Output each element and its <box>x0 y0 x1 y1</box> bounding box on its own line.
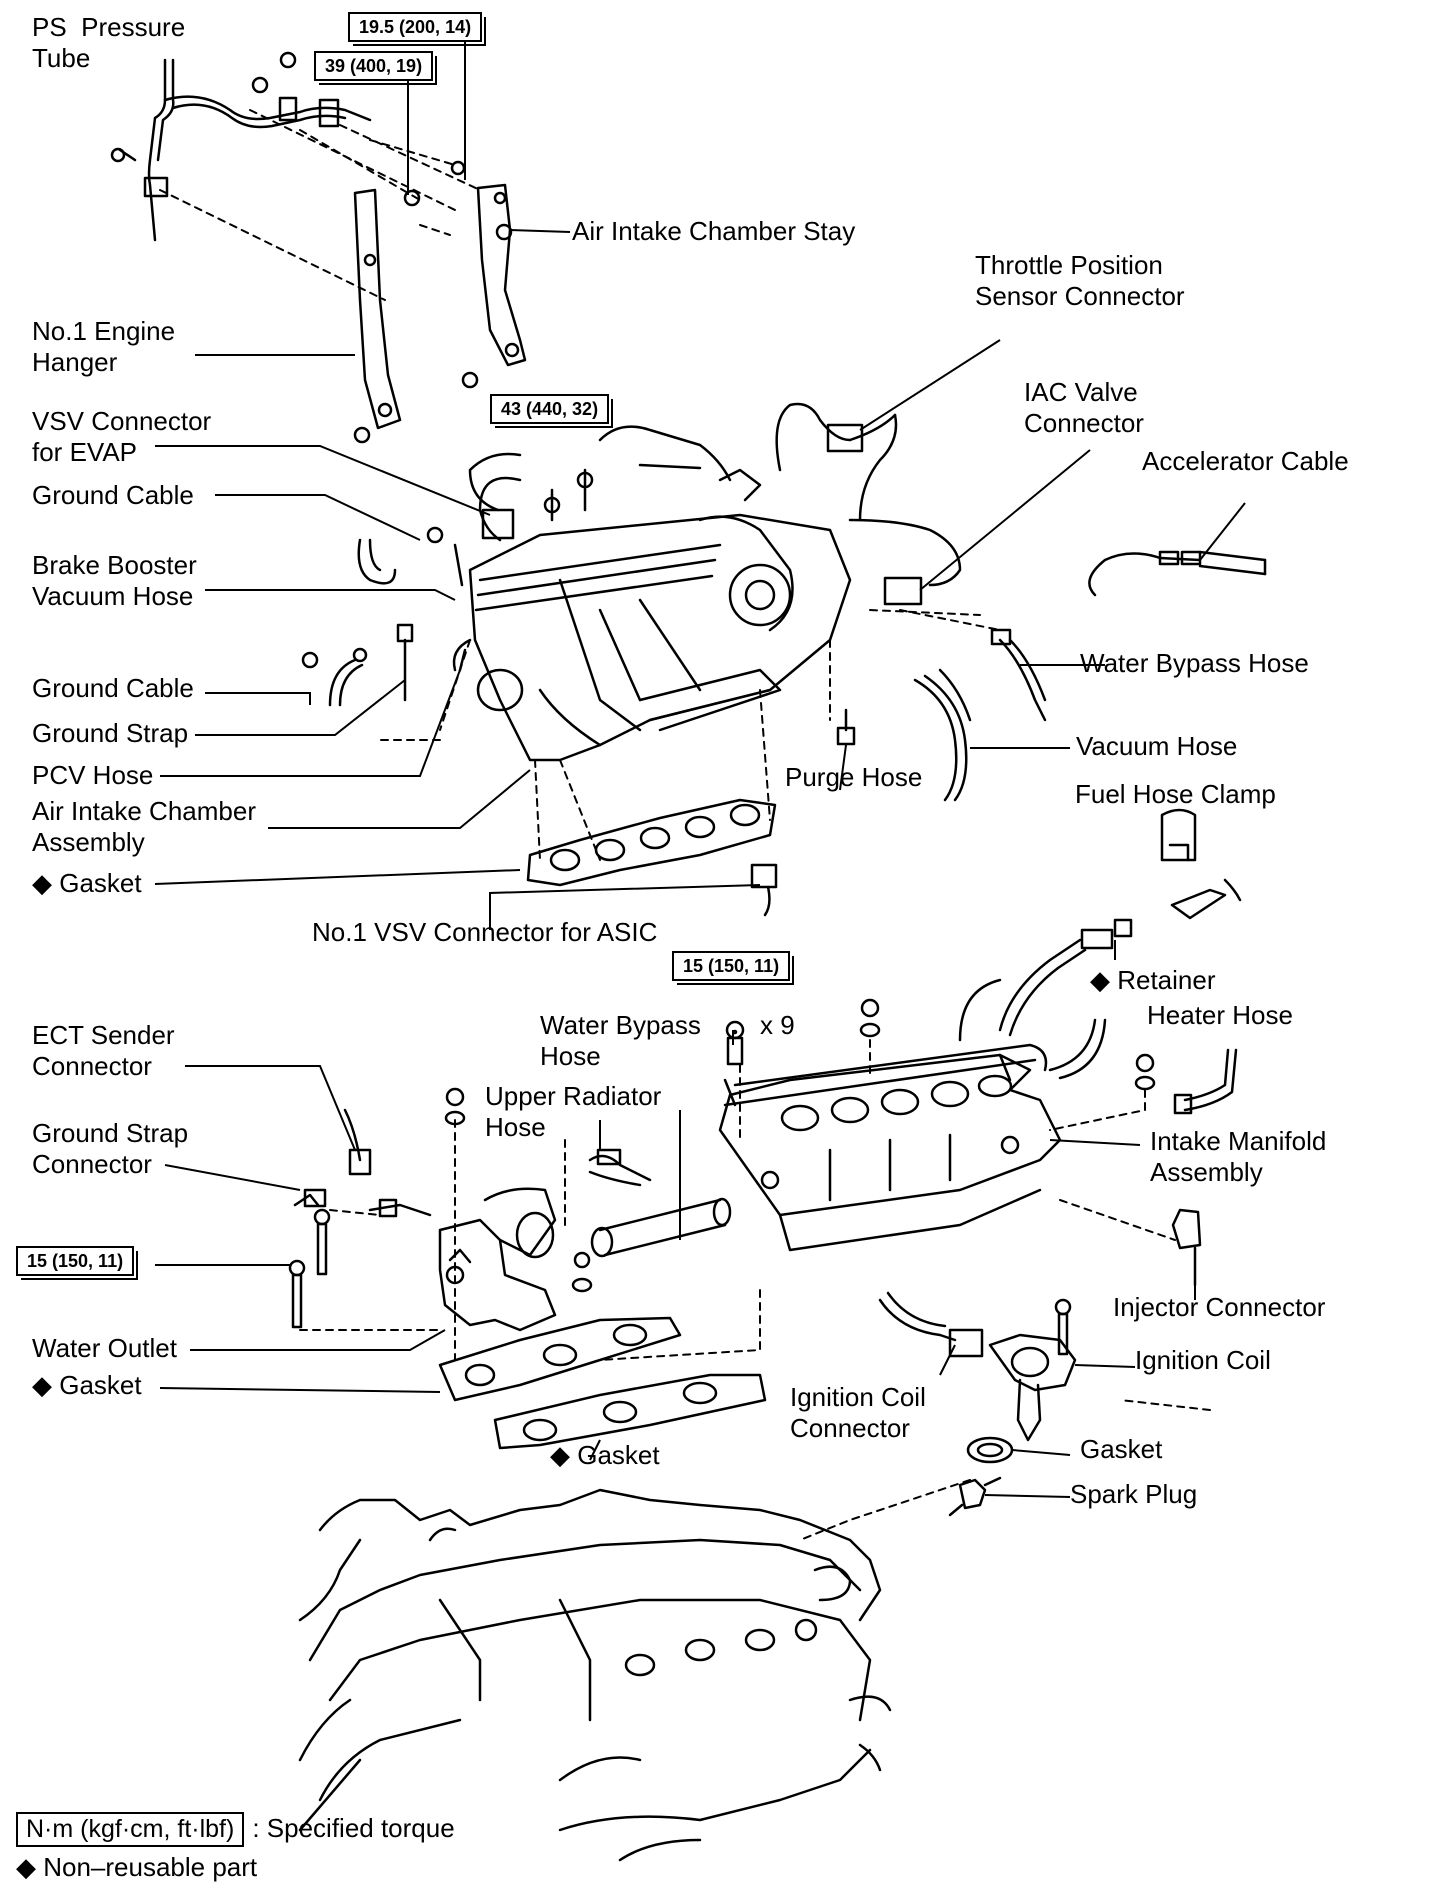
ect-sender-drawing <box>293 1108 372 1208</box>
ground-cable-drawing <box>301 623 467 707</box>
water-bypass-hose-top-drawing <box>990 628 1047 722</box>
alignment-lines-middle <box>379 609 1001 861</box>
label-throttle-position-sensor-connector: Throttle Position Sensor Connector <box>975 250 1185 311</box>
spark-plug-drawing <box>948 1476 1002 1517</box>
purge-hose-drawing <box>836 708 856 746</box>
label-ignition-coil: Ignition Coil <box>1135 1345 1271 1375</box>
upper-radiator-hose-drawing <box>588 1148 732 1258</box>
upper-gasket-drawing <box>526 798 777 887</box>
torque-box-4: 15 (150, 11) <box>672 951 795 985</box>
water-outlet-drawing <box>368 1187 557 1332</box>
legend-torque-box: N·m (kgf·cm, ft·lbf) <box>16 1812 245 1847</box>
alignment-lines-lower <box>299 1039 1211 1541</box>
torque-box-2: 39 (400, 19) <box>314 51 438 85</box>
label-ground-cable-2: Ground Cable <box>32 673 194 703</box>
label-retainer: ◆ Retainer <box>1090 965 1216 995</box>
brake-booster-hose-drawing <box>357 526 464 587</box>
label-gasket-4: Gasket <box>1080 1434 1163 1464</box>
label-upper-radiator-hose: Upper Radiator Hose <box>485 1081 662 1142</box>
fuel-hose-clamp-drawing <box>1160 808 1242 920</box>
label-iac-valve-connector: IAC Valve Connector <box>1024 377 1144 438</box>
legend-torque-text: : Specified torque <box>252 1813 455 1843</box>
label-injector-connector: Injector Connector <box>1113 1292 1326 1322</box>
label-air-intake-chamber-stay: Air Intake Chamber Stay <box>572 216 856 246</box>
label-gasket-2: ◆ Gasket <box>32 1370 142 1400</box>
vsv-evap-drawing <box>468 452 594 540</box>
leader-lines <box>154 31 1246 1498</box>
lower-gaskets-drawing <box>438 1316 767 1450</box>
label-air-intake-chamber-assembly: Air Intake Chamber Assembly <box>32 796 256 857</box>
label-gasket-1: ◆ Gasket <box>32 868 142 898</box>
ignition-coil-drawing <box>878 1291 1077 1442</box>
alignment-lines-top <box>159 109 481 301</box>
label-times-nine: x 9 <box>760 1010 795 1040</box>
injector-connector-drawing <box>1171 1208 1202 1287</box>
label-ground-cable-1: Ground Cable <box>32 480 194 510</box>
label-water-bypass-hose-2: Water Bypass Hose <box>540 1010 701 1071</box>
air-intake-chamber-drawing <box>452 468 852 762</box>
label-no1-engine-hanger: No.1 Engine Hanger <box>32 316 176 377</box>
plug-gasket-drawing <box>966 1436 1014 1464</box>
asic-connector-drawing <box>750 863 778 917</box>
label-fuel-hose-clamp: Fuel Hose Clamp <box>1075 779 1276 809</box>
legend-torque: N·m (kgf·cm, ft·lbf): Specified torque <box>16 1812 455 1847</box>
heater-hose-drawing <box>1173 1048 1238 1115</box>
engine-hanger-drawing <box>251 51 402 444</box>
label-water-bypass-hose-1: Water Bypass Hose <box>1080 648 1309 678</box>
label-brake-booster-vacuum-hose: Brake Booster Vacuum Hose <box>32 550 197 611</box>
ps-pressure-tube-drawing <box>110 58 372 242</box>
label-gasket-3: ◆ Gasket <box>550 1440 660 1470</box>
label-purge-hose: Purge Hose <box>785 762 923 792</box>
label-ground-strap: Ground Strap <box>32 718 189 748</box>
bolts-left <box>288 1029 738 1329</box>
intake-manifold-drawing <box>718 1043 1062 1252</box>
label-ps-pressure-tube: PS Pressure Tube <box>32 12 186 73</box>
torque-box-5: 15 (150, 11) <box>16 1246 139 1280</box>
vacuum-hose-drawing <box>913 668 972 802</box>
label-intake-manifold-assembly: Intake Manifold Assembly <box>1150 1126 1327 1187</box>
air-intake-chamber-stay-drawing <box>403 160 527 389</box>
accelerator-cable-drawing <box>1088 550 1267 597</box>
label-ground-strap-connector: Ground Strap Connector <box>32 1118 189 1179</box>
label-accelerator-cable: Accelerator Cable <box>1142 446 1349 476</box>
label-heater-hose: Heater Hose <box>1147 1000 1293 1030</box>
manifold-nuts <box>444 998 1156 1126</box>
label-water-outlet: Water Outlet <box>32 1333 177 1363</box>
torque-box-1: 19.5 (200, 14) <box>348 12 487 46</box>
engine-block-drawing <box>298 1488 892 1862</box>
label-vsv-connector-evap: VSV Connector for EVAP <box>32 406 212 467</box>
label-no1-vsv-connector-asic: No.1 VSV Connector for ASIC <box>312 917 658 947</box>
fuel-delivery-pipe-drawing <box>958 918 1133 1080</box>
label-ect-sender-connector: ECT Sender Connector <box>32 1020 175 1081</box>
label-vacuum-hose: Vacuum Hose <box>1076 731 1238 761</box>
label-pcv-hose: PCV Hose <box>32 760 154 790</box>
torque-box-3: 43 (440, 32) <box>490 394 614 428</box>
legend-nonreusable: ◆ Non–reusable part <box>16 1852 258 1882</box>
label-spark-plug: Spark Plug <box>1070 1479 1198 1509</box>
label-ignition-coil-connector: Ignition Coil Connector <box>790 1382 926 1443</box>
